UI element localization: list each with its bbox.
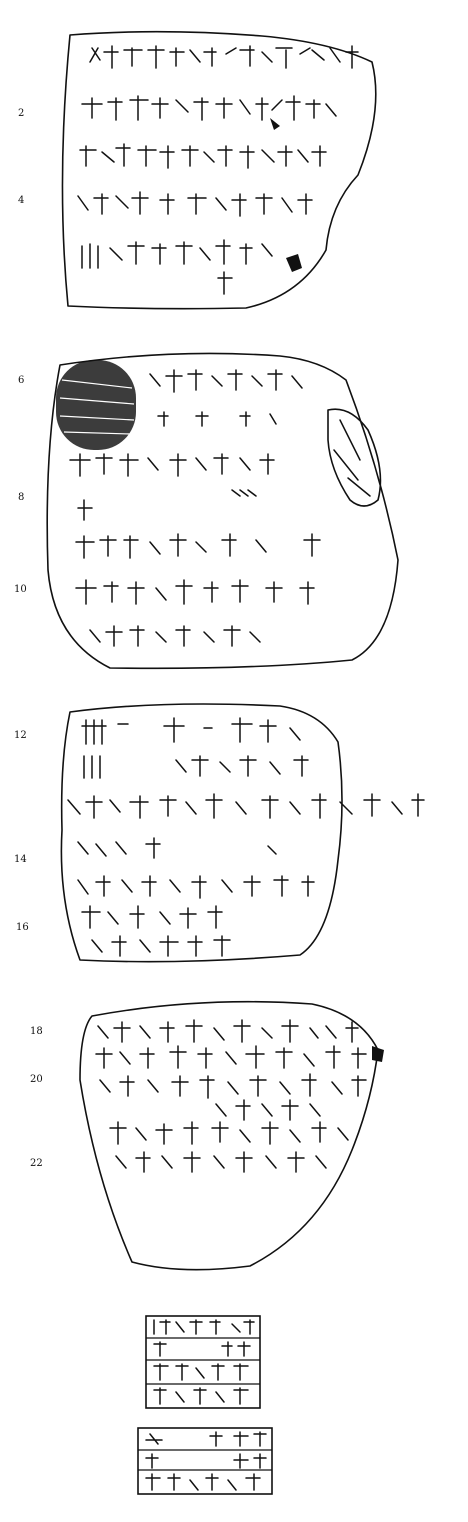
inscription-lines [77, 45, 359, 295]
tablet-fragment-1: 2 4 [18, 30, 377, 310]
damage-mark [286, 254, 302, 272]
line-number: 22 [30, 1158, 43, 1169]
broken-edge-flake [327, 408, 382, 507]
line-number: 4 [18, 195, 24, 206]
line-number: 12 [14, 730, 27, 741]
tablet-fragment-2: 6 8 10 [14, 352, 399, 670]
tablet-fragment-4: 18 20 22 [30, 1000, 384, 1271]
line-number: 2 [18, 108, 24, 119]
inscription-lines [69, 369, 321, 647]
tablet-fragment-3: 12 14 16 [14, 703, 425, 963]
line-number: 6 [18, 375, 24, 386]
damage-mark [372, 1046, 384, 1062]
damage-mark [270, 118, 280, 130]
line-number: 10 [14, 584, 27, 595]
seal-impression-1 [145, 1315, 261, 1409]
line-number: 8 [18, 492, 24, 503]
line-number: 20 [30, 1074, 43, 1085]
seal-impression-2 [137, 1427, 273, 1495]
inscription-lines [67, 717, 425, 957]
damaged-area [56, 360, 136, 450]
inscription-lines [95, 1019, 367, 1173]
line-number: 14 [14, 854, 27, 865]
line-number: 16 [16, 922, 29, 933]
line-number: 18 [30, 1026, 43, 1037]
